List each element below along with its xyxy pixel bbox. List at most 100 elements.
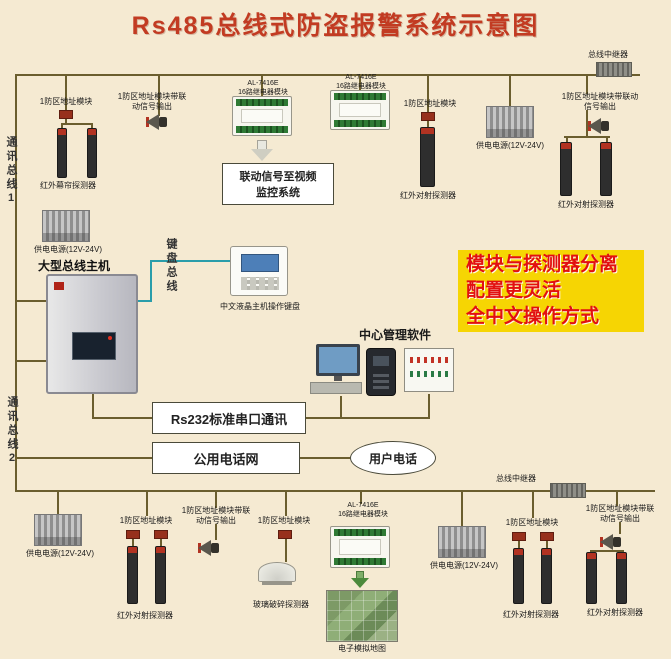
connector-line xyxy=(360,492,362,504)
connector-line xyxy=(61,123,93,125)
keypad-label: 中文液晶主机操作键盘 xyxy=(220,302,300,311)
connector-line xyxy=(619,522,621,534)
emap-label: 电子模拟地图 xyxy=(338,644,386,653)
connector-line xyxy=(428,394,430,418)
connector-line xyxy=(461,492,463,526)
connector-line xyxy=(61,123,63,129)
connector-line xyxy=(92,394,94,418)
address-module-device xyxy=(278,530,292,539)
zone-module-linkage-label: 1防区地址模块带联动信号输出 xyxy=(117,92,187,111)
indicator-panel xyxy=(404,348,454,392)
desk-phone xyxy=(366,348,396,396)
ir-beam-detector xyxy=(155,546,166,604)
computer-monitor xyxy=(316,344,360,376)
power-supply-device xyxy=(438,526,486,558)
ir-beam-detector xyxy=(586,552,597,604)
connector-line xyxy=(160,539,162,546)
rs232-box: Rs232标准串口通讯 xyxy=(152,402,306,434)
connector-line xyxy=(285,492,287,516)
user-phone-oval: 用户电话 xyxy=(350,441,436,475)
bus1-label: 通讯总线1 xyxy=(5,136,17,207)
zone-module-label: 1防区地址模块 xyxy=(39,97,93,106)
pstn-box: 公用电话网 xyxy=(152,442,300,474)
connector-line xyxy=(146,492,148,516)
connector-line xyxy=(306,417,430,419)
ir-beam-detector xyxy=(420,127,435,187)
ir-curtain-detector xyxy=(57,128,67,178)
glass-break-detector xyxy=(258,562,296,582)
linkage-signal-box: 联动信号至视频 监控系统 xyxy=(222,163,334,205)
ir-beam-detector xyxy=(513,548,524,604)
highlight-line: 模块与探测器分离 xyxy=(466,254,619,275)
connector-line xyxy=(65,119,67,124)
connector-line xyxy=(564,136,610,138)
relay-module-device xyxy=(330,90,390,130)
connector-line xyxy=(91,123,93,129)
address-module-device xyxy=(59,110,73,119)
host-screen xyxy=(72,332,116,360)
connector-line xyxy=(509,76,511,106)
connector-line xyxy=(92,417,152,419)
power-supply-label: 供电电源(12V-24V) xyxy=(475,141,545,150)
zone-module-label: 1防区地址模块 xyxy=(119,516,173,525)
bus-host-cabinet xyxy=(46,274,138,394)
keyboard-bus-line xyxy=(150,260,230,262)
connector-line xyxy=(285,539,287,562)
ir-beam-detector xyxy=(127,546,138,604)
bottom-bus-line xyxy=(15,490,655,492)
left-bus-line xyxy=(15,74,17,492)
connector-line xyxy=(616,492,618,506)
keyboard-bus-line xyxy=(150,260,152,302)
address-module-device xyxy=(421,112,435,121)
connector-line xyxy=(427,121,429,127)
host-label: 大型总线主机 xyxy=(38,259,111,273)
connector-line xyxy=(427,76,429,112)
connector-line xyxy=(300,457,350,459)
address-module-device xyxy=(126,530,140,539)
connector-line xyxy=(261,76,263,96)
highlight-line: 配置更灵活 xyxy=(466,280,562,301)
keypad-keys xyxy=(241,277,279,290)
relay-module-label: AL-7416E 16路继电器模块 xyxy=(338,502,388,518)
keyboard-bus-label: 键盘总线 xyxy=(165,238,177,294)
zone-module-linkage-label: 1防区地址模块带联动信号输出 xyxy=(181,506,251,525)
power-supply-device xyxy=(34,514,82,546)
top-bus-line xyxy=(15,74,640,76)
connector-line xyxy=(590,550,624,552)
connector-line xyxy=(340,396,342,418)
zone-module-label: 1防区地址模块 xyxy=(505,518,559,527)
monitor-stand xyxy=(334,376,342,381)
ir-beam-detector xyxy=(560,142,572,196)
ir-beam-label: 红外对射探测器 xyxy=(400,191,456,200)
relay-module-device xyxy=(232,96,292,136)
bus-repeater-device xyxy=(596,62,632,77)
alarm-horn-icon xyxy=(146,114,168,130)
host-logo xyxy=(54,282,64,290)
connector-line xyxy=(17,360,46,362)
down-arrow-icon xyxy=(250,140,274,161)
relay-module-device xyxy=(330,526,390,568)
connector-line xyxy=(132,539,134,546)
ir-beam-detector xyxy=(600,142,612,196)
keyboard-bus-line xyxy=(138,300,152,302)
connector-line xyxy=(566,136,568,142)
keypad-screen xyxy=(241,254,279,272)
zone-module-label: 1防区地址模块 xyxy=(257,516,311,525)
relay-module-label: AL-7416E 16路继电器模块 xyxy=(238,80,288,96)
feature-highlight-box: 模块与探测器分离 配置更灵活 全中文操作方式 xyxy=(458,250,644,332)
connector-line xyxy=(586,110,588,136)
connector-line xyxy=(606,136,608,142)
ir-beam-label: 红外对射探测器 xyxy=(503,610,559,619)
alarm-horn-icon xyxy=(198,540,220,556)
ir-curtain-label: 红外幕帘探测器 xyxy=(40,181,96,190)
ir-beam-label: 红外对射探测器 xyxy=(587,608,643,617)
connector-line xyxy=(586,76,588,94)
connector-line xyxy=(359,76,361,90)
connector-line xyxy=(215,492,217,508)
detector-base xyxy=(262,582,292,585)
page-title: Rs485总线式防盗报警系统示意图 xyxy=(131,12,540,40)
repeater-label: 总线中继器 xyxy=(496,474,536,483)
host-power-led xyxy=(108,336,112,340)
connector-line xyxy=(158,76,160,116)
